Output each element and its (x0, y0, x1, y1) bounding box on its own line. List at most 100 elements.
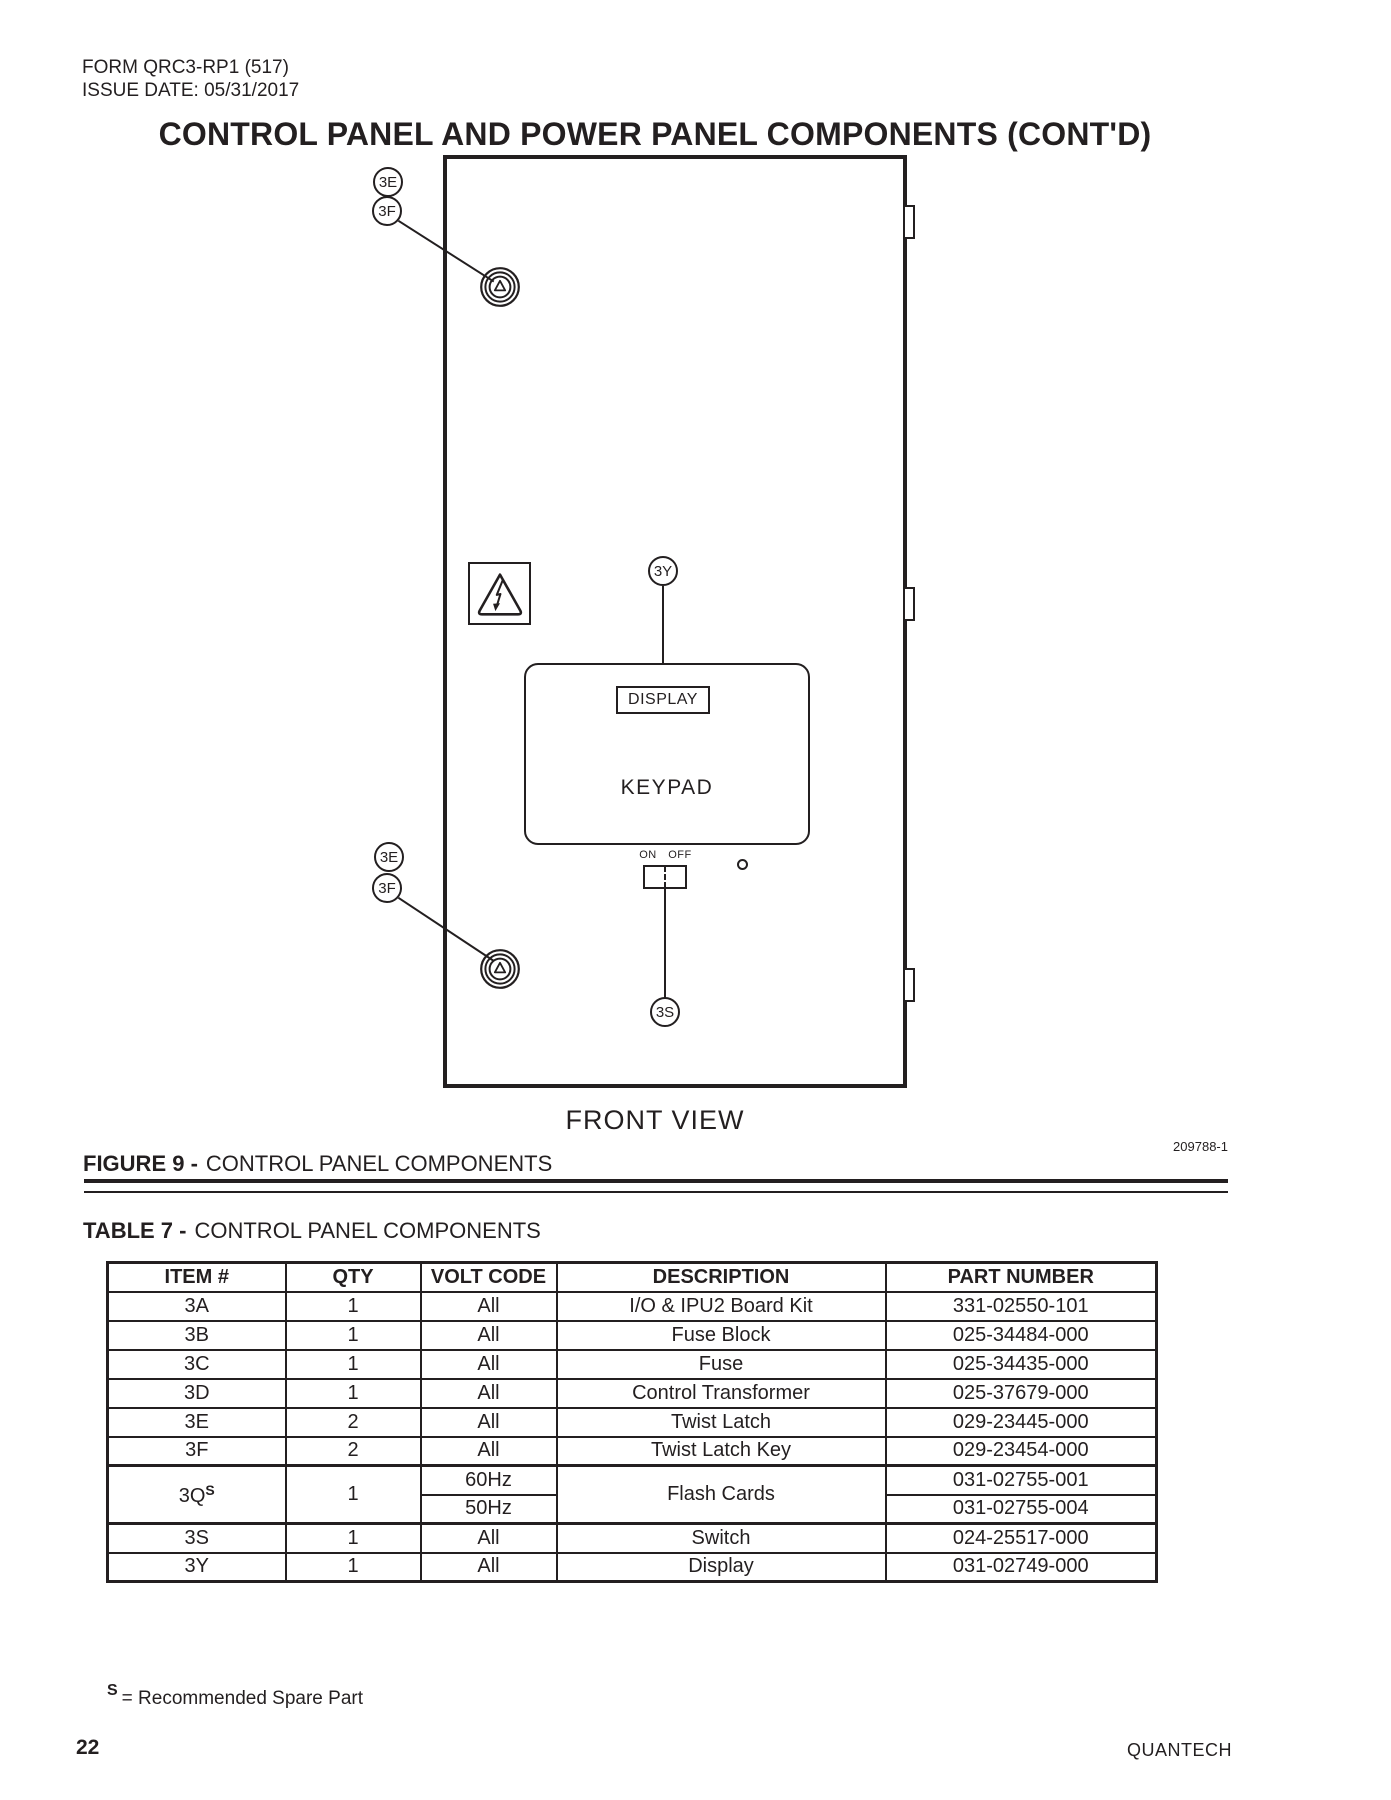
cell-qty: 2 (284, 1406, 422, 1438)
switch-on-label: ON (639, 849, 657, 861)
callout-3e-bottom: 3E (374, 842, 404, 872)
cell-volt-60hz: 60Hz (419, 1464, 558, 1496)
cell-part: 031-02749-000 (884, 1551, 1158, 1583)
divider-rule-thin (84, 1191, 1228, 1193)
cell-part: 331-02550-101 (884, 1290, 1158, 1322)
cell-item: 3B (106, 1319, 287, 1351)
table-row: 3F 2 All Twist Latch Key 029-23454-000 (106, 1435, 1158, 1467)
table-row: 3Y 1 All Display 031-02749-000 (106, 1551, 1158, 1583)
cell-item: 3Y (106, 1551, 287, 1583)
cell-volt: All (419, 1551, 558, 1583)
table-row: 3S 1 All Switch 024-25517-000 (106, 1522, 1158, 1554)
divider-rule-thick (84, 1179, 1228, 1183)
switch-off-label: OFF (668, 849, 692, 861)
cell-desc: Flash Cards (555, 1464, 887, 1525)
cell-desc: Control Transformer (555, 1377, 887, 1409)
cell-volt: All (419, 1377, 558, 1409)
table-row: 3A 1 All I/O & IPU2 Board Kit 331-02550-… (106, 1290, 1158, 1322)
table-row: 3E 2 All Twist Latch 029-23445-000 (106, 1406, 1158, 1438)
callout-3e-top: 3E (373, 167, 403, 197)
cell-qty: 1 (284, 1290, 422, 1322)
footnote-superscript: S (107, 1682, 118, 1699)
cell-item: 3F (106, 1435, 287, 1467)
item-3q-text: 3Q (178, 1484, 206, 1507)
figure-caption: FIGURE 9 -CONTROL PANEL COMPONENTS (83, 1151, 552, 1177)
cell-part: 025-37679-000 (884, 1377, 1158, 1409)
pilot-light (737, 859, 748, 870)
callout-3f-top: 3F (372, 196, 402, 226)
spare-part-footnote: S= Recommended Spare Part (107, 1682, 363, 1710)
drawing-number: 209788-1 (1173, 1139, 1228, 1154)
cell-desc: I/O & IPU2 Board Kit (555, 1290, 887, 1322)
switch-divider (664, 866, 666, 888)
table-row: 3C 1 All Fuse 025-34435-000 (106, 1348, 1158, 1380)
cell-item: 3C (106, 1348, 287, 1380)
cell-volt: All (419, 1522, 558, 1554)
high-voltage-warning-icon (477, 572, 522, 616)
cell-item: 3S (106, 1522, 287, 1554)
figure-caption-prefix: FIGURE 9 - (83, 1151, 198, 1176)
callout-3y: 3Y (648, 556, 678, 586)
twist-latch-icon-bottom (480, 949, 520, 989)
cell-volt: All (419, 1435, 558, 1467)
display-box: DISPLAY (616, 686, 710, 714)
hinge-tab-top (903, 205, 915, 239)
cell-part: 025-34484-000 (884, 1319, 1158, 1351)
form-number: FORM QRC3-RP1 (517) (82, 57, 289, 78)
twist-latch-icon-top (480, 267, 520, 307)
cell-volt-50hz: 50Hz (419, 1493, 558, 1525)
cell-desc: Twist Latch Key (555, 1435, 887, 1467)
table-heading: TABLE 7 - CONTROL PANEL COMPONENTS (83, 1218, 541, 1244)
cell-desc: Fuse (555, 1348, 887, 1380)
col-header-qty: QTY (284, 1261, 422, 1293)
cell-qty: 1 (284, 1377, 422, 1409)
cell-qty: 1 (284, 1551, 422, 1583)
cell-volt: All (419, 1319, 558, 1351)
cell-qty: 2 (284, 1435, 422, 1467)
cell-volt: All (419, 1406, 558, 1438)
cell-part: 029-23445-000 (884, 1406, 1158, 1438)
cell-part: 025-34435-000 (884, 1348, 1158, 1380)
leader-line-3s (664, 889, 666, 999)
cell-desc: Switch (555, 1522, 887, 1554)
cell-part-60hz: 031-02755-001 (884, 1464, 1158, 1496)
hinge-tab-bottom (903, 968, 915, 1002)
front-view-label: FRONT VIEW (565, 1105, 745, 1135)
table-row: 3B 1 All Fuse Block 025-34484-000 (106, 1319, 1158, 1351)
cell-desc: Fuse Block (555, 1319, 887, 1351)
cell-part-50hz: 031-02755-004 (884, 1493, 1158, 1525)
cell-qty: 1 (284, 1464, 422, 1525)
cell-qty: 1 (284, 1319, 422, 1351)
table-heading-title: CONTROL PANEL COMPONENTS (194, 1218, 541, 1243)
parts-table: ITEM # QTY VOLT CODE DESCRIPTION PART NU… (106, 1261, 1158, 1583)
keypad-label: KEYPAD (620, 776, 714, 799)
cell-volt: All (419, 1290, 558, 1322)
hinge-tab-middle (903, 587, 915, 621)
cell-qty: 1 (284, 1348, 422, 1380)
power-switch (643, 865, 687, 889)
issue-date: ISSUE DATE: 05/31/2017 (82, 80, 300, 101)
footnote-text: = Recommended Spare Part (121, 1688, 363, 1709)
table-row-3q-sub: 50Hz 031-02755-004 (108, 1493, 1158, 1525)
cell-desc: Twist Latch (555, 1406, 887, 1438)
table-header-row: ITEM # QTY VOLT CODE DESCRIPTION PART NU… (106, 1261, 1158, 1293)
cell-item-3q: 3QS (106, 1464, 287, 1525)
cell-item: 3E (106, 1406, 287, 1438)
warning-label-box (468, 562, 531, 625)
table-row-3q: 3QS 1 60Hz Flash Cards 031-02755-001 (106, 1464, 1158, 1525)
spare-part-superscript: S (205, 1481, 215, 1498)
cell-desc: Display (555, 1551, 887, 1583)
col-header-desc: DESCRIPTION (555, 1261, 887, 1293)
cell-part: 024-25517-000 (884, 1522, 1158, 1554)
brand-name: QUANTECH (1126, 1740, 1232, 1760)
col-header-item: ITEM # (106, 1261, 287, 1293)
cell-part: 029-23454-000 (884, 1435, 1158, 1467)
cell-item: 3A (106, 1290, 287, 1322)
col-header-volt: VOLT CODE (419, 1261, 558, 1293)
table-heading-prefix: TABLE 7 - (83, 1218, 187, 1243)
cell-qty: 1 (284, 1522, 422, 1554)
cell-volt: All (419, 1348, 558, 1380)
leader-line-3y (662, 586, 664, 688)
